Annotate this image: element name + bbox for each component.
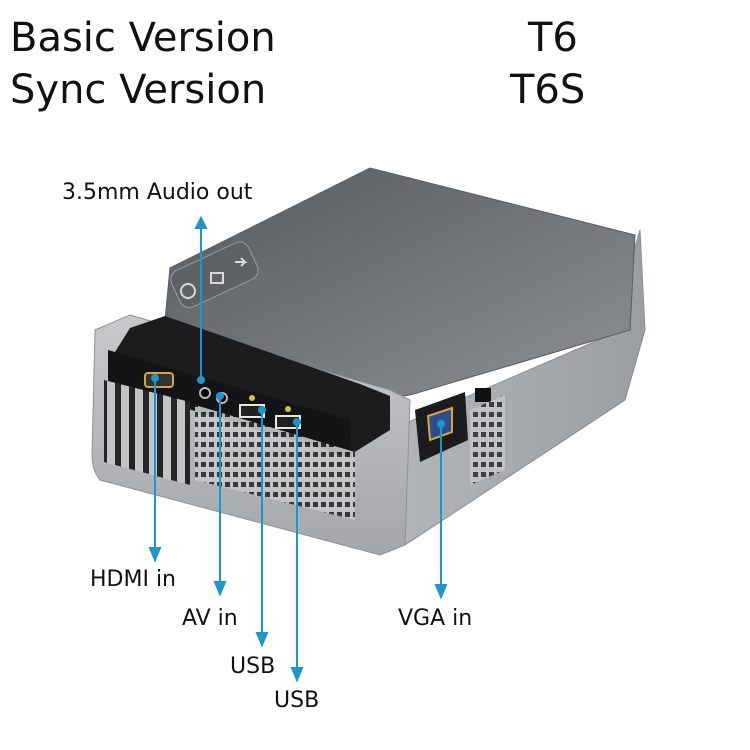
side-vents bbox=[470, 395, 505, 485]
av-in-label: AV in bbox=[182, 606, 238, 631]
sync-version-label: Sync Version bbox=[10, 67, 267, 113]
basic-version-model: T6 bbox=[528, 15, 578, 61]
basic-version-label: Basic Version bbox=[10, 15, 276, 61]
hdmi-port bbox=[144, 372, 174, 388]
front-grille-vents bbox=[195, 405, 355, 520]
audio-jack bbox=[199, 387, 211, 399]
hdmi-in-label: HDMI in bbox=[90, 567, 177, 592]
usb-label-2: USB bbox=[274, 688, 320, 713]
usb-label-1: USB bbox=[230, 654, 276, 679]
top-control-strip bbox=[170, 241, 259, 309]
audio-out-label: 3.5mm Audio out bbox=[62, 180, 253, 205]
vga-in-label: VGA in bbox=[398, 606, 473, 631]
left-slot-vents bbox=[104, 380, 190, 485]
sync-version-model: T6S bbox=[510, 67, 586, 113]
callout-arrows bbox=[148, 215, 448, 683]
